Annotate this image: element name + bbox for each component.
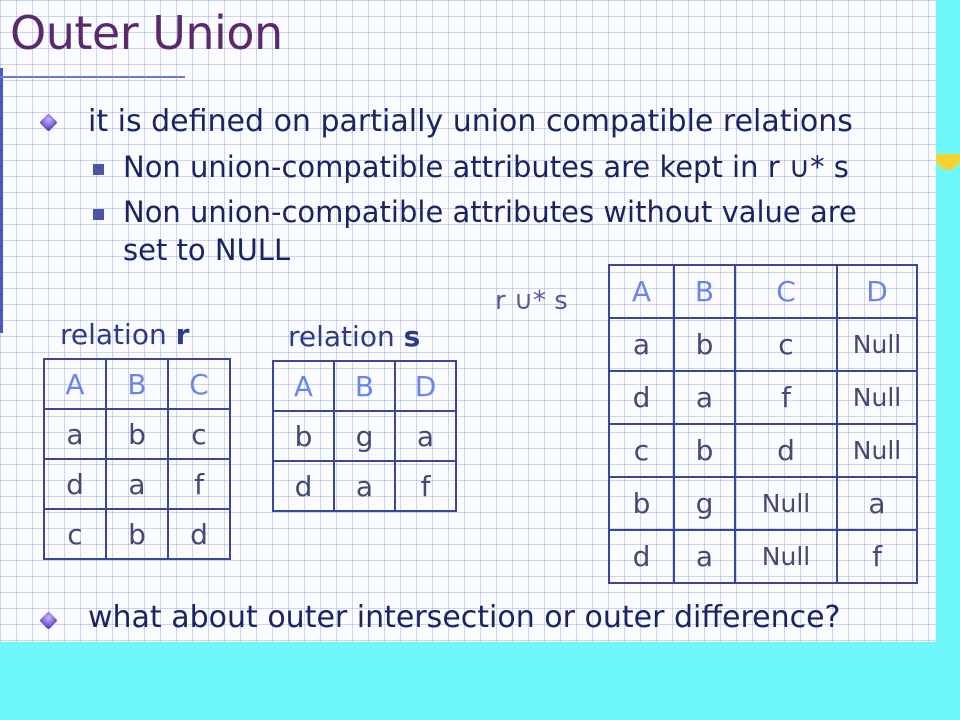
slide-title: Outer Union: [10, 6, 283, 60]
table-cell: d: [608, 529, 675, 584]
bullet-text: it is defined on partially union compati…: [88, 104, 853, 139]
outer-union-result-table: A B C D a b c Null d a f Null c b d Null…: [608, 264, 918, 584]
table-cell: Null: [836, 370, 918, 425]
table-cell: a: [836, 476, 918, 531]
table-row: c b d: [43, 508, 231, 560]
table-cell: Null: [836, 423, 918, 478]
table-row: d a f Null: [608, 370, 918, 425]
table-cell: a: [333, 460, 396, 512]
table-cell: a: [105, 458, 169, 510]
diamond-bullet-icon: [39, 611, 58, 630]
table-header-row: A B C: [43, 358, 231, 410]
table-cell: d: [734, 423, 838, 478]
table-cell: c: [608, 423, 675, 478]
table-cell: a: [673, 529, 736, 584]
table-cell: Null: [836, 317, 918, 372]
table-cell: g: [673, 476, 736, 531]
column-header: C: [734, 264, 838, 319]
table-row: b g Null a: [608, 476, 918, 531]
table-cell: c: [43, 508, 107, 560]
table-cell: f: [167, 458, 231, 510]
table-row: b g a: [272, 410, 457, 462]
table-cell: b: [608, 476, 675, 531]
table-cell: Null: [734, 476, 838, 531]
square-bullet-icon: [93, 164, 104, 175]
slide: Outer Union it is defined on partially u…: [0, 0, 936, 642]
table-cell: b: [272, 410, 335, 462]
column-header: B: [333, 360, 396, 412]
table-cell: d: [272, 460, 335, 512]
column-header: D: [394, 360, 457, 412]
table-cell: b: [673, 423, 736, 478]
table-row: d a f: [272, 460, 457, 512]
column-header: D: [836, 264, 918, 319]
bullet-text: what about outer intersection or outer d…: [88, 600, 841, 635]
title-underline: [0, 76, 185, 78]
sub-bullet-text: Non union-compatible attributes are kept…: [123, 150, 849, 184]
relation-r-caption: relation r: [60, 318, 190, 351]
table-cell: Null: [734, 529, 838, 584]
table-row: a b c: [43, 408, 231, 460]
column-header: B: [105, 358, 169, 410]
table-cell: f: [734, 370, 838, 425]
square-bullet-icon: [93, 209, 104, 220]
table-row: c b d Null: [608, 423, 918, 478]
table-cell: b: [105, 408, 169, 460]
table-cell: f: [394, 460, 457, 512]
relation-s-table: A B D b g a d a f: [272, 360, 457, 512]
table-cell: g: [333, 410, 396, 462]
table-cell: a: [673, 370, 736, 425]
column-header: B: [673, 264, 736, 319]
table-header-row: A B C D: [608, 264, 918, 319]
column-header: A: [272, 360, 335, 412]
diamond-bullet-icon: [39, 113, 58, 132]
sub-bullet-text: Non union-compatible attributes without …: [123, 195, 857, 229]
table-header-row: A B D: [272, 360, 457, 412]
column-header: A: [608, 264, 675, 319]
column-header: A: [43, 358, 107, 410]
table-cell: b: [673, 317, 736, 372]
sub-bullet-text-continued: set to NULL: [123, 233, 291, 267]
table-cell: c: [167, 408, 231, 460]
table-row: a b c Null: [608, 317, 918, 372]
relation-r-table: A B C a b c d a f c b d: [43, 358, 231, 560]
decorative-sun-icon: [936, 154, 960, 170]
table-cell: f: [836, 529, 918, 584]
left-accent-bar: [0, 68, 3, 333]
result-label: r ∪* s: [495, 286, 568, 316]
table-cell: a: [394, 410, 457, 462]
table-cell: a: [43, 408, 107, 460]
table-row: d a Null f: [608, 529, 918, 584]
column-header: C: [167, 358, 231, 410]
table-cell: c: [734, 317, 838, 372]
table-cell: a: [608, 317, 675, 372]
table-cell: d: [608, 370, 675, 425]
table-cell: d: [43, 458, 107, 510]
table-cell: b: [105, 508, 169, 560]
table-row: d a f: [43, 458, 231, 510]
relation-s-caption: relation s: [288, 320, 421, 353]
table-cell: d: [167, 508, 231, 560]
